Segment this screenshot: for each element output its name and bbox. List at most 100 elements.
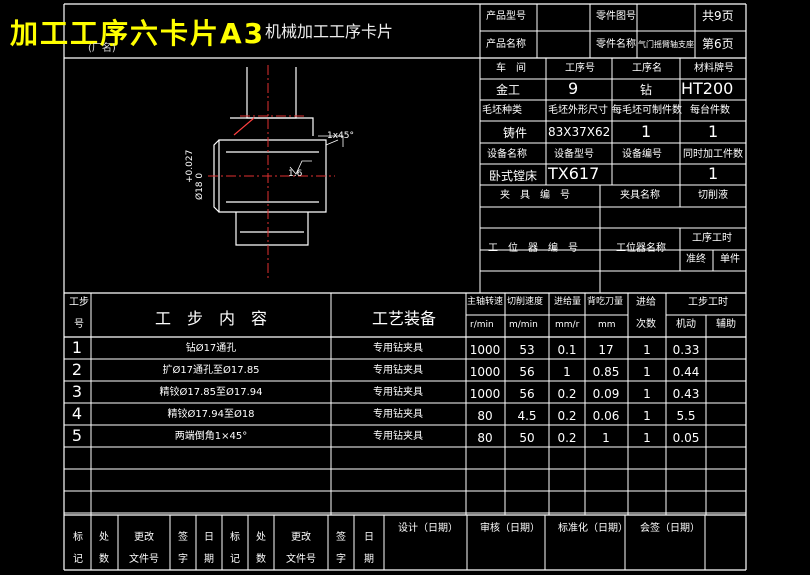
h-time: 工步工时 xyxy=(688,297,728,308)
footer-change-doc-2: 文件号 xyxy=(286,554,316,565)
parts-per-unit-label: 每台件数 xyxy=(690,105,730,116)
step-no: 3 xyxy=(71,382,83,401)
step-passes: 1 xyxy=(643,431,651,445)
product-model-label: 产品型号 xyxy=(486,11,526,22)
h-aux: 辅助 xyxy=(716,319,736,330)
card-name: 机械加工工序卡片 xyxy=(265,22,394,41)
step-speed: 56 xyxy=(519,365,535,379)
process-name-label: 工序名 xyxy=(632,63,662,74)
step-content: 两端倒角1×45° xyxy=(174,431,248,442)
step-no: 2 xyxy=(71,360,83,379)
step-content: 精铰Ø17.94至Ø18 xyxy=(167,409,255,420)
step-speed: 4.5 xyxy=(517,409,537,423)
tolerance-note: +0.027 xyxy=(185,149,195,183)
fixture-name-label: 夹具名称 xyxy=(620,190,660,201)
h-feed-2: mm/r xyxy=(555,320,580,330)
step-equip: 专用钻夹具 xyxy=(373,343,423,354)
footer-count-2: 数 xyxy=(256,554,266,565)
factory-name: (厂名) xyxy=(88,43,116,54)
step-depth: 0.85 xyxy=(592,365,620,379)
step-depth: 0.09 xyxy=(592,387,620,401)
step-time: 0.44 xyxy=(672,365,700,379)
equip-no-label: 设备编号 xyxy=(622,149,662,160)
step-feed: 0.2 xyxy=(557,409,577,423)
h-cut-speed-1: 切削速度 xyxy=(507,297,544,307)
material-value: HT200 xyxy=(681,79,734,98)
workshop-label: 车 间 xyxy=(496,63,526,74)
step-passes: 1 xyxy=(643,365,651,379)
fixture-no-label: 夹 具 编 号 xyxy=(500,190,570,201)
total-pages: 共9页 xyxy=(702,9,734,23)
prep-label: 准终 xyxy=(686,254,706,265)
diameter-note: Ø18 0 xyxy=(195,172,205,200)
footer-mark-1: 标 xyxy=(73,532,83,543)
step-depth: 1 xyxy=(602,431,610,445)
step-depth: 0.06 xyxy=(592,409,620,423)
step-feed: 0.2 xyxy=(557,431,577,445)
footer-sign-2: 字 xyxy=(336,554,346,565)
step-passes: 1 xyxy=(643,409,651,423)
h-equipment: 工艺装备 xyxy=(372,309,437,328)
h-depth-1: 背吃刀量 xyxy=(587,297,624,307)
page-no: 第6页 xyxy=(702,37,734,51)
equip-model-label: 设备型号 xyxy=(554,149,594,160)
process-no-value: 9 xyxy=(568,79,579,98)
footer-count-1: 处 xyxy=(256,532,266,543)
part-name-label: 零件名称 xyxy=(596,39,636,50)
step-equip: 专用钻夹具 xyxy=(373,365,423,376)
process-time-label: 工序工时 xyxy=(692,233,732,244)
footer-count-2: 数 xyxy=(99,554,109,565)
step-depth: 17 xyxy=(598,343,614,357)
h-spindle-1: 主轴转速 xyxy=(467,297,504,307)
step-content: 钻Ø17通孔 xyxy=(185,343,237,354)
part-drawing-no-label: 零件图号 xyxy=(596,11,636,22)
footer-review: 审核（日期） xyxy=(480,523,540,534)
process-no-label: 工序号 xyxy=(565,63,595,74)
step-speed: 50 xyxy=(519,431,535,445)
step-feed: 0.2 xyxy=(557,387,577,401)
footer-change-doc-2: 文件号 xyxy=(129,554,159,565)
process-name-value: 钻 xyxy=(640,83,653,97)
h-passes-2: 次数 xyxy=(636,319,656,330)
h-machine: 机动 xyxy=(676,319,696,330)
roughness-note: 1.6 xyxy=(288,169,303,179)
footer-sign-1: 签 xyxy=(178,532,188,543)
step-rpm: 80 xyxy=(477,431,493,445)
footer-date-1: 日 xyxy=(204,532,214,543)
footer-countersign: 会签（日期） xyxy=(640,523,700,534)
footer-date-2: 期 xyxy=(204,554,214,565)
h-passes-1: 进给 xyxy=(636,297,656,308)
part-name-value: 气门摇臂轴支座 xyxy=(638,40,694,49)
footer-date-1: 日 xyxy=(364,532,374,543)
step-time: 0.33 xyxy=(672,343,700,357)
footer-mark-2: 记 xyxy=(230,554,240,565)
station-tool-no-label: 工 位 器 编 号 xyxy=(488,243,578,254)
step-time: 5.5 xyxy=(676,409,696,423)
blank-size-label: 毛坯外形尺寸 xyxy=(548,105,608,116)
step-passes: 1 xyxy=(643,343,651,357)
h-spindle-2: r/min xyxy=(470,320,494,330)
h-feed-1: 进给量 xyxy=(554,297,582,307)
step-content: 扩Ø17通孔至Ø17.85 xyxy=(162,365,260,376)
parts-per-blank-value: 1 xyxy=(641,122,652,141)
simul-parts-label: 同时加工件数 xyxy=(683,149,743,160)
chamfer-note: 1x45° xyxy=(327,131,355,141)
step-no: 4 xyxy=(71,404,83,423)
simul-parts-value: 1 xyxy=(708,164,719,183)
footer-mark-1: 标 xyxy=(230,532,240,543)
h-content: 工 步 内 容 xyxy=(155,309,268,328)
step-time: 0.05 xyxy=(672,431,700,445)
equip-name-value: 卧式镗床 xyxy=(489,169,538,183)
material-label: 材料牌号 xyxy=(694,63,734,74)
h-step-no-1: 工步 xyxy=(69,297,89,308)
unit-label: 单件 xyxy=(720,254,740,265)
step-rpm: 1000 xyxy=(469,365,501,379)
h-step-no-2: 号 xyxy=(74,319,84,330)
footer-sign-1: 签 xyxy=(336,532,346,543)
blank-type-label: 毛坯种类 xyxy=(482,105,522,116)
h-cut-speed-2: m/min xyxy=(509,320,538,330)
footer-standard: 标准化（日期） xyxy=(558,523,628,534)
step-time: 0.43 xyxy=(672,387,700,401)
